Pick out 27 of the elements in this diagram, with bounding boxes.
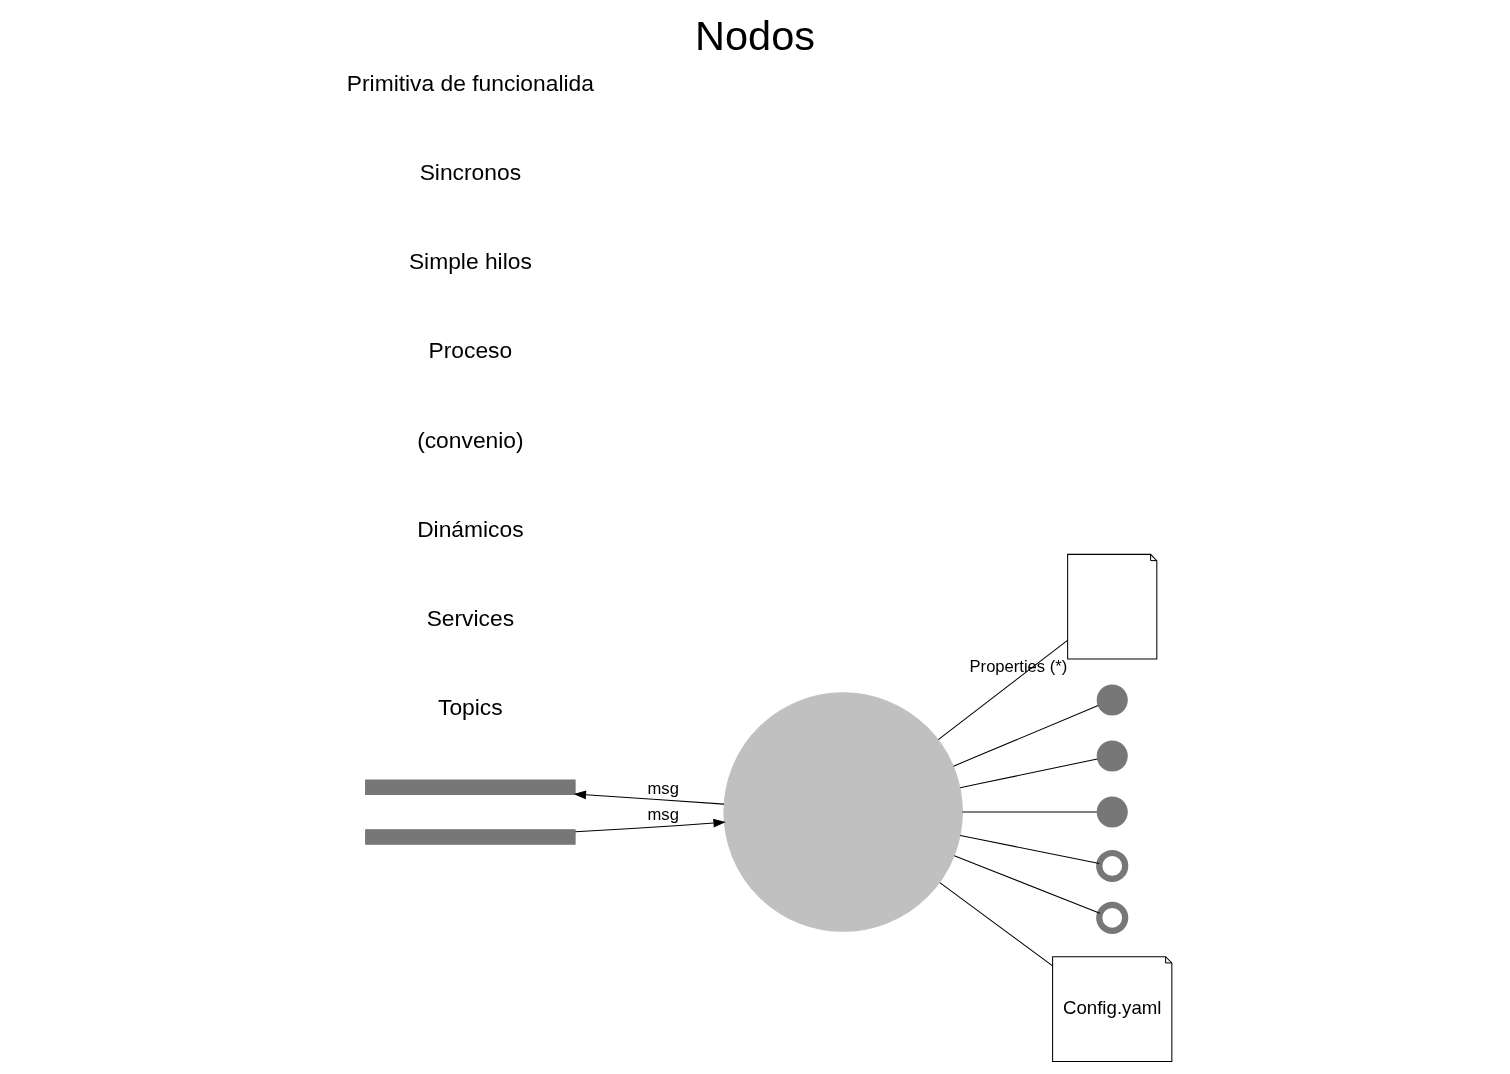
node-bar bbox=[365, 829, 576, 845]
node-bar bbox=[365, 779, 576, 795]
node-circle bbox=[1096, 796, 1128, 828]
connector bbox=[959, 834, 1100, 865]
node-arc bbox=[1096, 849, 1129, 883]
label: Simple hilos bbox=[408, 248, 532, 275]
node-circle bbox=[1096, 684, 1128, 716]
label: Sincronos bbox=[419, 159, 522, 186]
label: Primitiva de funcionalida bbox=[346, 69, 594, 96]
label: Dinámicos bbox=[417, 515, 524, 542]
connector bbox=[939, 882, 1053, 967]
node-circle bbox=[723, 692, 963, 932]
arrow bbox=[573, 790, 725, 805]
node-circle bbox=[1096, 740, 1128, 772]
diagram-title: Nodos bbox=[695, 11, 815, 59]
connector bbox=[953, 705, 1099, 767]
label: Proceso bbox=[428, 337, 513, 364]
label: Topics bbox=[438, 694, 503, 721]
label: Services bbox=[426, 605, 515, 632]
edge-label: msg bbox=[647, 779, 679, 799]
connector bbox=[959, 758, 1098, 789]
node-arc bbox=[1096, 901, 1129, 934]
connector bbox=[937, 639, 1068, 741]
connector bbox=[953, 855, 1101, 914]
edge-label: msg bbox=[647, 805, 679, 825]
label: (convenio) bbox=[417, 426, 524, 453]
arrow bbox=[574, 818, 726, 833]
